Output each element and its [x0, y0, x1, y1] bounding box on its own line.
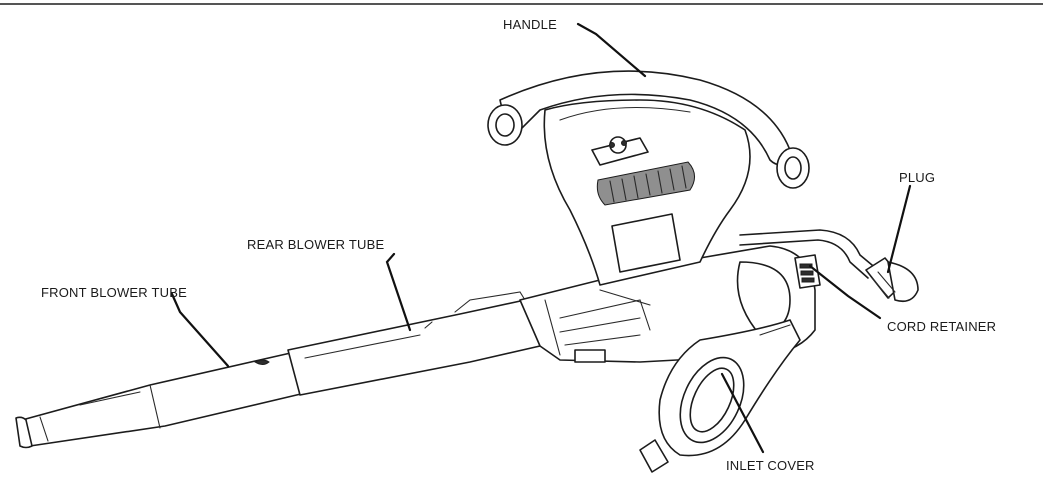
leader-inlet-cover — [720, 372, 765, 454]
leader-cord-retainer — [808, 264, 882, 320]
power-cord-and-plug — [739, 229, 919, 303]
leader-front-tube — [170, 292, 230, 368]
leader-handle — [576, 22, 647, 78]
handle-assembly — [487, 70, 810, 286]
top-border-line — [0, 3, 1043, 5]
leader-rear-tube — [385, 252, 412, 332]
label-plug: PLUG — [899, 170, 935, 185]
label-cord-retainer: CORD RETAINER — [887, 319, 996, 334]
front-blower-tube — [15, 351, 306, 449]
rear-blower-tube — [287, 291, 541, 396]
label-rear-blower-tube: REAR BLOWER TUBE — [247, 237, 384, 252]
label-handle: HANDLE — [503, 17, 557, 32]
leader-plug — [886, 184, 912, 274]
label-front-blower-tube: FRONT BLOWER TUBE — [41, 285, 187, 300]
cord-retainer — [794, 254, 821, 289]
label-inlet-cover: INLET COVER — [726, 458, 815, 473]
